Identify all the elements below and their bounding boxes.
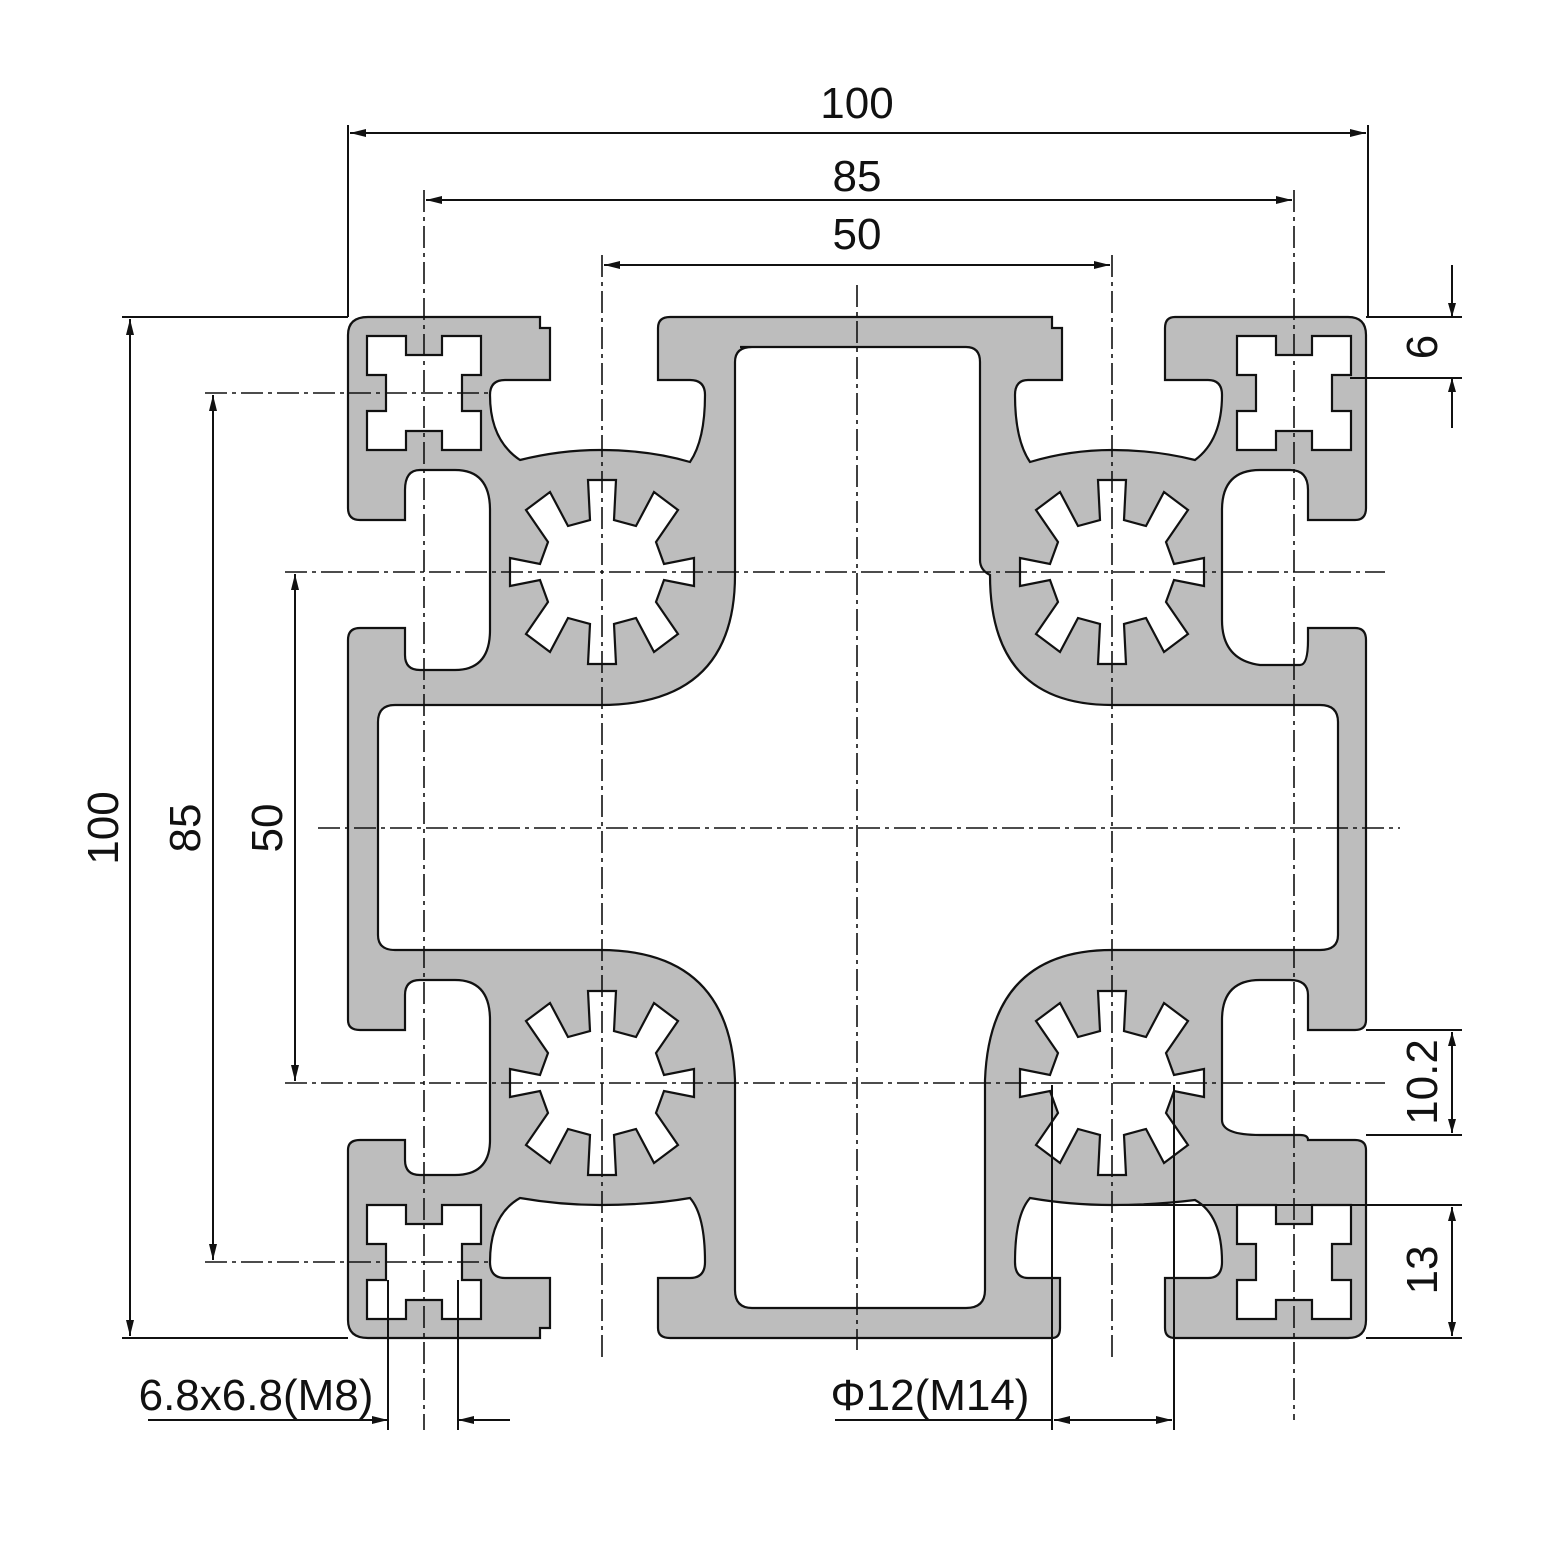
centerlines bbox=[205, 190, 1400, 1430]
dim-bottom-slot: 6.8x6.8(M8) bbox=[139, 1371, 374, 1420]
dim-bottom-bore: Φ12(M14) bbox=[831, 1371, 1030, 1420]
dimension-lines bbox=[122, 125, 1462, 1430]
dim-top-100: 100 bbox=[820, 79, 893, 128]
dim-right-6: 6 bbox=[1398, 335, 1447, 359]
dim-left-85: 85 bbox=[161, 804, 210, 853]
dim-right-13: 13 bbox=[1398, 1246, 1447, 1295]
dim-left-50: 50 bbox=[243, 804, 292, 853]
dimension-labels: 100 85 50 100 85 50 6 10.2 13 6.8x6.8(M8… bbox=[79, 79, 1447, 1420]
dim-top-85: 85 bbox=[833, 152, 882, 201]
dim-right-10-2: 10.2 bbox=[1398, 1039, 1447, 1125]
dim-left-100: 100 bbox=[79, 791, 128, 864]
dim-top-50: 50 bbox=[833, 210, 882, 259]
